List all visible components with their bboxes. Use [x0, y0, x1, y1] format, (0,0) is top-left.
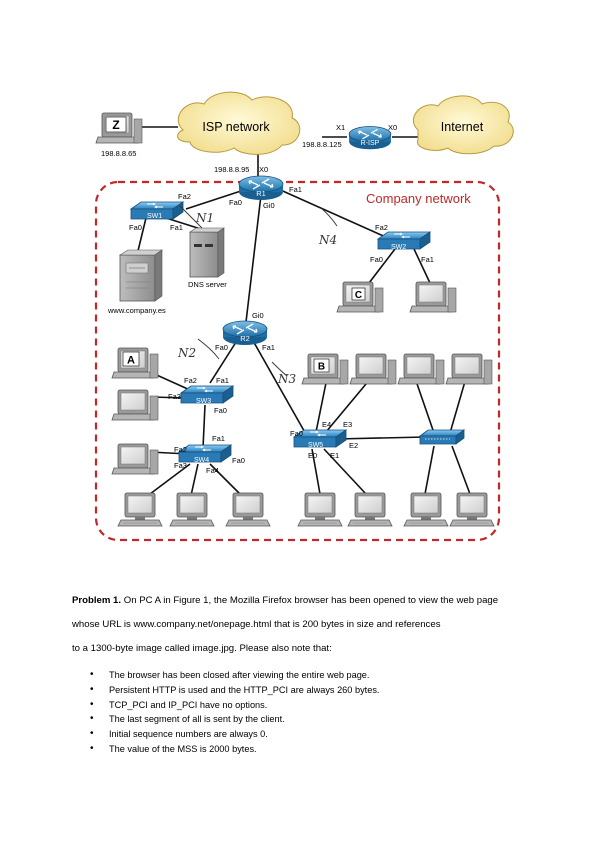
dns-server	[189, 227, 225, 278]
hub	[418, 429, 466, 445]
problem-line-2: whose URL is www.company.net/onepage.htm…	[72, 619, 441, 630]
sw4-fa3-label: Fa3	[174, 461, 187, 470]
internet-cloud: Internet	[412, 95, 514, 155]
sw5-e2-label: E2	[349, 441, 358, 450]
r2-gi0-label: Gi0	[252, 311, 264, 320]
web-server-label: www.company.es	[107, 306, 166, 315]
sw4-fa2-label: Fa2	[174, 445, 187, 454]
problem-line-1-text: On PC A in Figure 1, the Mozilla Firefox…	[121, 595, 499, 606]
risp-ip: 198.8.8.125	[302, 140, 342, 149]
pc-b-label: B	[318, 362, 325, 373]
pc-c-label: C	[355, 290, 362, 301]
problem-line-1: Problem 1. On PC A in Figure 1, the Mozi…	[72, 596, 498, 606]
sw1-fa0-label: Fa0	[129, 223, 142, 232]
bullet-item: Initial sequence numbers are always 0.	[72, 727, 379, 742]
problem-label: Problem 1.	[72, 595, 122, 606]
switch-sw2-label: SW2	[391, 244, 406, 251]
sw4-fa0-label: Fa0	[232, 456, 245, 465]
router-r2-label: R2	[240, 334, 250, 343]
risp-x1-label: X1	[336, 123, 345, 132]
switch-sw3-label: SW3	[196, 398, 211, 405]
annotation-n4: N4	[318, 233, 337, 247]
pc-sw5-top-right	[349, 353, 397, 385]
pc-hub-bottom-left	[403, 492, 449, 527]
switch-sw4-label: SW4	[194, 457, 209, 464]
r1-fa0-label: Fa0	[229, 198, 242, 207]
router-risp-label: R-ISP	[361, 140, 380, 147]
pc-sw4-left	[111, 443, 159, 475]
pc-z: Z	[95, 112, 143, 144]
sw5-fa0-label: Fa0	[290, 429, 303, 438]
network-diagram: ISP network Internet Z 198.8.8.65 R-ISP …	[94, 91, 514, 542]
risp-x0-label: X0	[388, 123, 397, 132]
handwritten-annotations	[179, 205, 338, 377]
annotation-n2: N2	[177, 346, 196, 360]
pc-a: A	[111, 347, 159, 379]
pc-a-label: A	[127, 355, 135, 367]
sw3-fa2-label: Fa2	[184, 376, 197, 385]
r1-ip: 198.8.8.95	[214, 165, 249, 174]
isp-network-label: ISP network	[202, 120, 270, 134]
sw2-fa1-label: Fa1	[421, 255, 434, 264]
sw2-fa0-label: Fa0	[370, 255, 383, 264]
r1-x0-label: X0	[259, 165, 268, 174]
r1-fa1-label: Fa1	[289, 185, 302, 194]
pc-sw4-bottom-1	[117, 492, 163, 527]
annotation-n1: N1	[195, 211, 214, 225]
web-server	[118, 249, 163, 302]
bullet-item: The last segment of all is sent by the c…	[72, 712, 379, 727]
links	[134, 126, 471, 501]
bullet-item: TCP_PCI and IP_PCI have no options.	[72, 698, 379, 713]
sw3-fa3-label: Fa3	[168, 392, 181, 401]
pc-hub-bottom-right	[449, 492, 495, 527]
internet-label: Internet	[441, 120, 484, 134]
annotation-n3: N3	[277, 372, 297, 386]
sw3-fa1-label: Fa1	[216, 376, 229, 385]
pc-hub-top-right	[445, 353, 493, 385]
switch-sw1-label: SW1	[147, 213, 162, 220]
pc-sw5-bottom-right	[347, 492, 393, 527]
pc-c: C	[336, 281, 384, 313]
sw5-e4-label: E4	[322, 420, 331, 429]
router-r1-label: R1	[256, 189, 266, 198]
pc-b: B	[301, 353, 349, 385]
sw3-fa0-label: Fa0	[214, 406, 227, 415]
pc-sw4-bottom-3	[225, 492, 271, 527]
pc-sw5-bottom-left	[297, 492, 343, 527]
r2-fa0-label: Fa0	[215, 343, 228, 352]
sw5-e0-label: E0	[308, 451, 317, 460]
isp-network-cloud: ISP network	[177, 91, 301, 155]
pc-sw4-bottom-2	[169, 492, 215, 527]
bullet-item: The browser has been closed after viewin…	[72, 668, 379, 683]
dns-server-label: DNS server	[188, 280, 227, 289]
sw1-fa1-label: Fa1	[170, 223, 183, 232]
sw5-e1-label: E1	[330, 451, 339, 460]
bullet-item: The value of the MSS is 2000 bytes.	[72, 742, 379, 757]
sw4-fa4-label: Fa4	[206, 466, 219, 475]
sw1-fa2-label: Fa2	[178, 192, 191, 201]
problem-line-3: to a 1300-byte image called image.jpg. P…	[72, 643, 332, 654]
pc-sw3-left	[111, 389, 159, 421]
r2-fa1-label: Fa1	[262, 343, 275, 352]
bullet-item: Persistent HTTP is used and the HTTP_PCI…	[72, 683, 379, 698]
pc-z-ip: 198.8.8.65	[101, 149, 136, 158]
sw5-e3-label: E3	[343, 420, 352, 429]
problem-bullets: The browser has been closed after viewin…	[72, 668, 379, 757]
sw2-fa2-label: Fa2	[375, 223, 388, 232]
company-network-label: Company network	[366, 191, 471, 206]
pc-hub-top-left	[397, 353, 445, 385]
pc-z-label: Z	[112, 118, 119, 132]
switch-sw5-label: SW5	[308, 442, 323, 449]
sw4-fa1-label: Fa1	[212, 434, 225, 443]
r1-gi0-label: Gi0	[263, 201, 275, 210]
pc-sw2-right	[409, 281, 457, 313]
